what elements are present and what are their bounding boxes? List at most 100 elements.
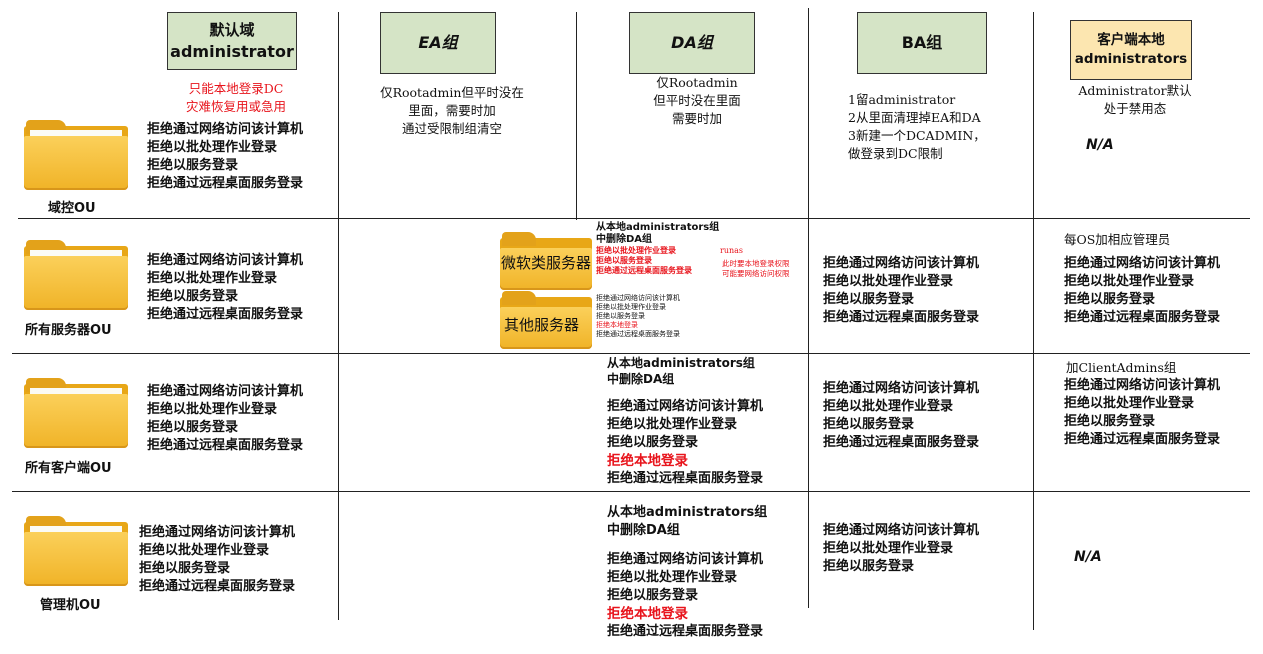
policy-item: 拒绝以批处理作业登录 <box>139 543 270 558</box>
folder-icon-other-servers <box>500 291 592 349</box>
ms-runas: runas <box>720 246 744 255</box>
da-clients-policies: 拒绝通过网络访问该计算机 拒绝以批处理作业登录 拒绝以服务登录 拒绝本地登录 拒… <box>607 398 763 488</box>
policy-list-ba-servers: 拒绝通过网络访问该计算机 拒绝以批处理作业登录 拒绝以服务登录 拒绝通过远程桌面… <box>823 255 979 327</box>
policy-item: 拒绝以服务登录 <box>147 289 239 304</box>
client-mgmt-na: N/A <box>1074 549 1102 565</box>
remove-line1: 从本地administrators组 <box>607 356 755 370</box>
policy-item: 拒绝以服务登录 <box>823 417 915 432</box>
remove-line1: 从本地administrators组 <box>607 505 768 520</box>
policy-list-ba-mgmt: 拒绝通过网络访问该计算机 拒绝以批处理作业登录 拒绝以服务登录 <box>823 522 979 576</box>
note-ea-line3: 通过受限制组清空 <box>401 121 502 136</box>
policy-item: 拒绝以服务登录 <box>1064 292 1156 307</box>
policy-item: 拒绝通过网络访问该计算机 <box>823 523 980 538</box>
col-divider-2 <box>576 12 577 220</box>
ou-label-mgmt: 管理机OU <box>40 598 101 613</box>
col-divider-1 <box>338 12 339 620</box>
client-servers-note: 每OS加相应管理员 <box>1064 232 1171 247</box>
ms-servers-label: 微软类服务器 <box>501 254 592 272</box>
header-client-local: 客户端本地 administrators <box>1070 20 1192 80</box>
da-clients-remove: 从本地administrators组 中删除DA组 <box>607 355 755 387</box>
folder-icon-mgmt <box>24 516 128 586</box>
note-ba-line1: 1留administrator <box>848 92 956 107</box>
policy-item: 拒绝以服务登录 <box>823 292 915 307</box>
policy-item: 拒绝通过网络访问该计算机 <box>823 381 980 396</box>
policy-item: 拒绝以服务登录 <box>607 435 699 450</box>
col-divider-3 <box>808 8 809 608</box>
other-servers-notes: 拒绝通过网络访问该计算机 拒绝以批处理作业登录 拒绝以服务登录 拒绝本地登录 拒… <box>596 294 680 339</box>
policy-item: 拒绝通过远程桌面服务登录 <box>147 307 304 322</box>
note-default-line2: 灾难恢复用或急用 <box>185 99 286 114</box>
note-da-line1: 仅Rootadmin <box>656 75 738 90</box>
policy-item: 拒绝通过网络访问该计算机 <box>147 122 304 137</box>
ou-label-dc: 域控OU <box>48 201 96 216</box>
note-client: Administrator默认 处于禁用态 <box>1068 82 1202 118</box>
policy-item: 拒绝以批处理作业登录 <box>823 274 954 289</box>
client-dc-na: N/A <box>1086 137 1114 153</box>
ms-side-note: 此时要本地登录权限 可能要网络访问权限 <box>722 259 790 279</box>
note-ba-line2: 2从里面清理掉EA和DA <box>848 110 981 125</box>
ms-side-line2: 可能要网络访问权限 <box>722 269 790 278</box>
ms-side-line1: 此时要本地登录权限 <box>722 259 790 268</box>
note-default-line1: 只能本地登录DC <box>188 81 284 96</box>
policy-item: 拒绝通过网络访问该计算机 <box>823 256 980 271</box>
header-ea: EA组 <box>380 12 496 74</box>
policy-item: 拒绝以批处理作业登录 <box>823 399 954 414</box>
policy-item: 拒绝通过网络访问该计算机 <box>607 552 764 567</box>
note-ba: 1留administrator 2从里面清理掉EA和DA 3新建一个DCADMI… <box>848 91 1028 163</box>
policy-item: 拒绝以服务登录 <box>1064 414 1156 429</box>
da-mgmt-remove: 从本地administrators组 中删除DA组 <box>607 504 767 540</box>
policy-list-servers: 拒绝通过网络访问该计算机 拒绝以批处理作业登录 拒绝以服务登录 拒绝通过远程桌面… <box>147 252 303 324</box>
row-divider-2 <box>12 353 1250 354</box>
policy-item: 拒绝以服务登录 <box>139 561 231 576</box>
policy-item-deny-local: 拒绝本地登录 <box>607 453 688 469</box>
policy-item: 拒绝以批处理作业登录 <box>147 140 278 155</box>
policy-item: 拒绝以批处理作业登录 <box>607 570 738 585</box>
policy-item: 拒绝通过网络访问该计算机 <box>607 399 764 414</box>
note-client-line1: Administrator默认 <box>1078 83 1192 98</box>
policy-item: 拒绝通过远程桌面服务登录 <box>607 624 764 639</box>
remove-line2: 中删除DA组 <box>607 523 680 538</box>
policy-item: 拒绝通过远程桌面服务登录 <box>823 310 980 325</box>
policy-item: 拒绝通过网络访问该计算机 <box>1064 256 1221 271</box>
policy-list-clients: 拒绝通过网络访问该计算机 拒绝以批处理作业登录 拒绝以服务登录 拒绝通过远程桌面… <box>147 383 303 455</box>
policy-item: 拒绝以服务登录 <box>147 420 239 435</box>
row-divider-1 <box>18 218 1250 219</box>
policy-list-dc: 拒绝通过网络访问该计算机 拒绝以批处理作业登录 拒绝以服务登录 拒绝通过远程桌面… <box>147 121 303 193</box>
policy-item: 拒绝通过远程桌面服务登录 <box>823 435 980 450</box>
policy-item: 拒绝通过远程桌面服务登录 <box>147 176 304 191</box>
policy-item: 拒绝以批处理作业登录 <box>1064 396 1195 411</box>
folder-icon-clients <box>24 378 128 448</box>
ou-label-servers: 所有服务器OU <box>25 323 112 338</box>
remove-line2: 中删除DA组 <box>607 372 675 386</box>
other-rule5: 拒绝通过远程桌面服务登录 <box>596 330 680 338</box>
header-ea-label: EA组 <box>418 33 458 52</box>
da-mgmt-policies: 拒绝通过网络访问该计算机 拒绝以批处理作业登录 拒绝以服务登录 拒绝本地登录 拒… <box>607 551 763 641</box>
row-divider-3 <box>12 491 1250 492</box>
policy-item: 拒绝通过远程桌面服务登录 <box>147 438 304 453</box>
policy-item: 拒绝通过网络访问该计算机 <box>139 525 296 540</box>
col-divider-4 <box>1033 12 1034 630</box>
header-client-line1: 客户端本地 <box>1097 32 1165 48</box>
policy-item: 拒绝通过网络访问该计算机 <box>1064 378 1221 393</box>
note-default-admin: 只能本地登录DC 灾难恢复用或急用 <box>162 80 310 116</box>
header-client-line2: administrators <box>1074 51 1188 67</box>
other-rule2: 拒绝以批处理作业登录 <box>596 303 666 311</box>
policy-list-client-clients: 拒绝通过网络访问该计算机 拒绝以批处理作业登录 拒绝以服务登录 拒绝通过远程桌面… <box>1064 377 1220 449</box>
note-ba-line3: 3新建一个DCADMIN， <box>848 128 986 143</box>
policy-item-deny-local: 拒绝本地登录 <box>607 606 688 622</box>
policy-item: 拒绝通过远程桌面服务登录 <box>1064 432 1221 447</box>
note-da-line2: 但平时没在里面 <box>653 93 741 108</box>
policy-item: 拒绝通过网络访问该计算机 <box>147 253 304 268</box>
policy-item: 拒绝以批处理作业登录 <box>147 402 278 417</box>
policy-item: 拒绝通过远程桌面服务登录 <box>607 471 764 486</box>
folder-icon-servers <box>24 240 128 310</box>
header-ba-label: BA组 <box>901 33 943 52</box>
client-clients-note: 加ClientAdmins组 <box>1066 360 1177 375</box>
ms-rule2: 拒绝以服务登录 <box>596 256 652 265</box>
note-da: 仅Rootadmin 但平时没在里面 需要时加 <box>627 74 767 128</box>
note-ea-line1: 仅Rootadmin但平时没在 <box>380 85 524 100</box>
policy-item: 拒绝通过远程桌面服务登录 <box>1064 310 1221 325</box>
policy-item: 拒绝以服务登录 <box>147 158 239 173</box>
policy-list-client-servers: 拒绝通过网络访问该计算机 拒绝以批处理作业登录 拒绝以服务登录 拒绝通过远程桌面… <box>1064 255 1220 327</box>
other-rule1: 拒绝通过网络访问该计算机 <box>596 294 680 302</box>
